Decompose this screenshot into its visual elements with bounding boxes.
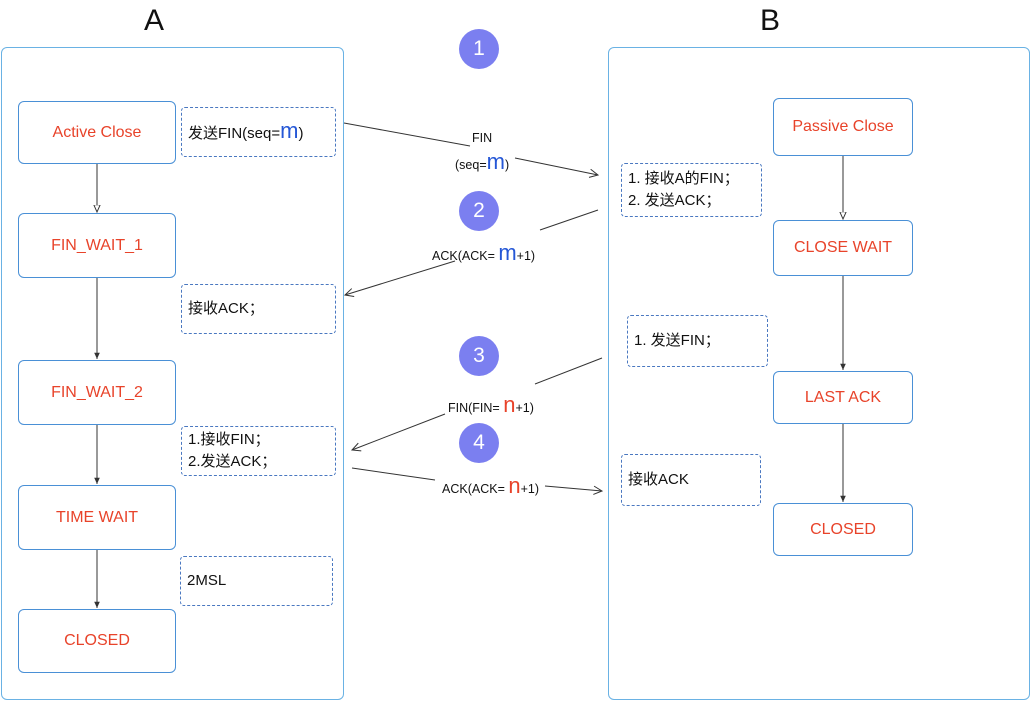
note-recv-ack-a: 接收ACK； [181,284,336,334]
state-last-ack: LAST ACK [773,371,913,424]
side-b-title: B [760,4,781,37]
state-closed-b: CLOSED [773,503,913,556]
note-send-fin: 发送FIN(seq=m) [181,107,336,157]
state-time-wait: TIME WAIT [18,485,176,550]
step-3-badge: 3 [459,336,499,376]
step-1-badge: 1 [459,29,499,69]
msg4-label: ACK(ACK= n+1) [442,473,540,498]
msg1-arrow-tail [514,157,598,175]
note-send-fin-b: 1. 发送FIN； [627,315,768,367]
msg3-arrow [534,357,603,385]
side-a-panel [1,47,344,700]
msg1-label-seq: (seq=m) [455,149,510,174]
note-recv-fin-send-ack-b: 1. 接收A的FIN； 2. 发送ACK； [621,163,762,217]
state-fin-wait-2: FIN_WAIT_2 [18,360,176,425]
state-active-close: Active Close [18,101,176,164]
step-2-badge: 2 [459,191,499,231]
msg2-label: ACK(ACK= m+1) [432,240,536,265]
step-4-badge: 4 [459,423,499,463]
msg1-arrow [343,122,471,147]
note-recv-fin-send-ack: 1.接收FIN； 2.发送ACK； [181,426,336,476]
msg3-label: FIN(FIN= n+1) [448,392,534,417]
msg2-arrow-tail [345,260,456,295]
state-passive-close: Passive Close [773,98,913,156]
side-a-title: A [144,4,165,37]
note-2msl: 2MSL [180,556,333,606]
state-fin-wait-1: FIN_WAIT_1 [18,213,176,278]
note-recv-ack-b: 接收ACK [621,454,761,506]
msg3-arrow-tail [352,413,446,450]
side-b-panel [608,47,1030,700]
msg4-arrow [351,467,436,481]
state-closed-a: CLOSED [18,609,176,673]
msg2-arrow [539,209,599,231]
msg4-arrow-tail [544,485,602,491]
msg1-label-fin: FIN [472,131,493,145]
state-close-wait: CLOSE WAIT [773,220,913,276]
